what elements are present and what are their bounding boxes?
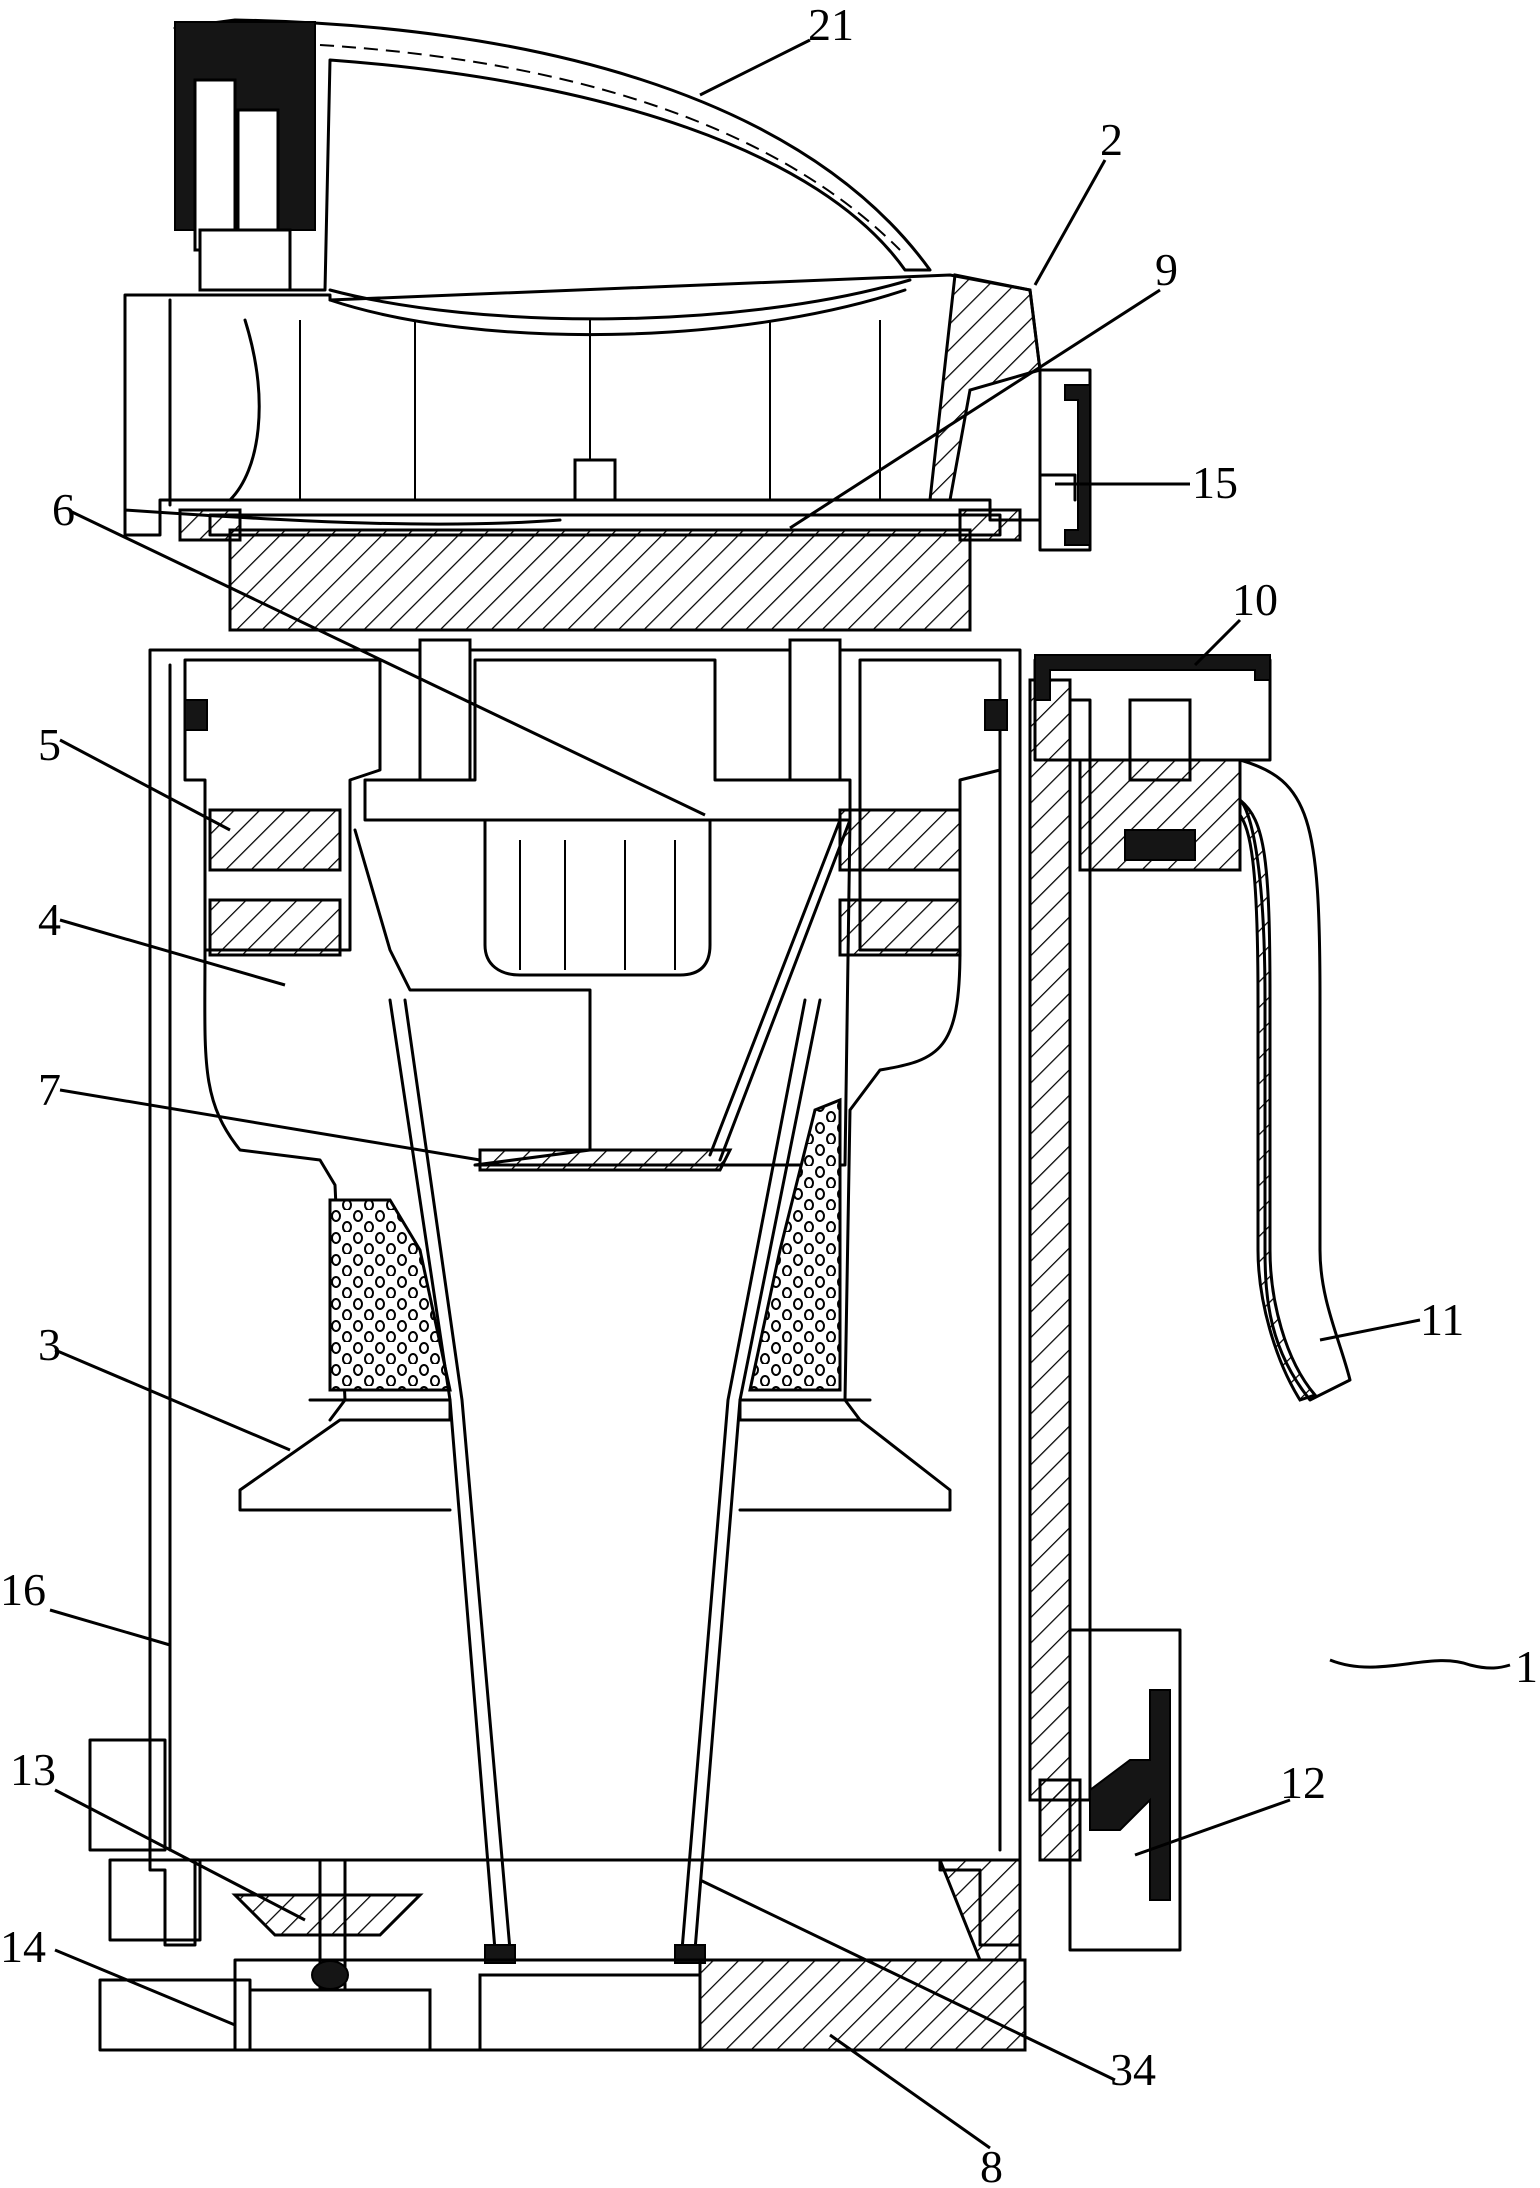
ref-6: 6 <box>52 484 75 535</box>
side-handle <box>1238 758 1352 1402</box>
inner-cone <box>353 818 852 1172</box>
dump-valve <box>231 1858 432 2052</box>
upper-cover <box>123 273 1042 537</box>
ref-15: 15 <box>1192 457 1238 508</box>
leader-lines <box>49 38 1511 2150</box>
carry-handle <box>173 18 932 337</box>
mesh-filter <box>328 1097 842 1392</box>
ref-34: 34 <box>1110 2044 1156 2095</box>
ref-16: 16 <box>0 1564 46 1615</box>
ref-2: 2 <box>1100 114 1123 165</box>
cyclone-housing <box>183 658 1008 1422</box>
central-funnel <box>388 998 822 1964</box>
central-motor-can <box>363 638 852 977</box>
filter-plate <box>178 508 1022 632</box>
ref-21: 21 <box>808 0 854 50</box>
ref-7: 7 <box>38 1064 61 1115</box>
ref-10: 10 <box>1232 574 1278 625</box>
ref-5: 5 <box>38 719 61 770</box>
ref-11: 11 <box>1420 1294 1464 1345</box>
ref-14: 14 <box>0 1921 46 1972</box>
pivot-clip <box>88 1738 252 2052</box>
ref-3: 3 <box>38 1319 61 1370</box>
ref-8: 8 <box>980 2141 1003 2188</box>
side-latch <box>1038 368 1092 552</box>
side-frame <box>1028 678 1092 1802</box>
base <box>233 1858 1027 2052</box>
release-button <box>1038 1628 1182 1952</box>
ref-1: 1 <box>1515 1641 1538 1692</box>
ref-13: 13 <box>10 1744 56 1795</box>
cone-skirt <box>238 1398 952 1512</box>
ref-9: 9 <box>1155 244 1178 295</box>
ref-12: 12 <box>1280 1757 1326 1808</box>
handle-cap <box>1033 654 1272 872</box>
ref-4: 4 <box>38 894 61 945</box>
